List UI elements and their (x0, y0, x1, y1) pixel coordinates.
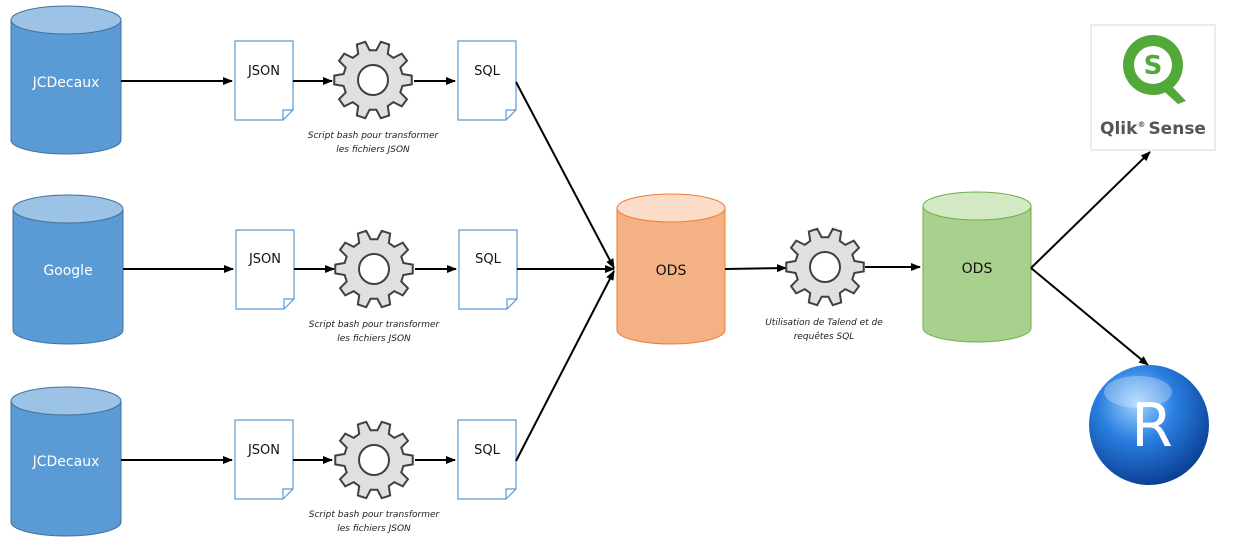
r-letter: R (1131, 391, 1173, 461)
talend-caption-line2: requêtes SQL (794, 331, 855, 342)
ods-staging-label: ODS (656, 263, 687, 279)
gear-icon (334, 229, 414, 309)
pipeline-row-3: JSON SQL Script bash pour transformer le… (121, 419, 517, 534)
json-document: JSON (234, 419, 294, 500)
qlik-brand: Qlik (1100, 119, 1138, 139)
transform-caption-line1: Script bash pour transformer (308, 131, 440, 141)
qlik-sense-logo: S Qlik®Sense (1090, 24, 1216, 151)
gear-hole (358, 253, 390, 285)
qlik-product: Sense (1148, 119, 1206, 139)
qlik-s-glyph: S (1144, 51, 1163, 81)
source-label: Google (43, 263, 92, 279)
transform-caption-line1: Script bash pour transformer (309, 510, 441, 520)
flow-arrow (1030, 267, 1149, 366)
transform-caption-line2: les fichiers JSON (336, 145, 410, 155)
ods-staging-database: ODS (616, 193, 726, 345)
sql-document: SQL (458, 229, 518, 310)
pipeline-row-1: JSON SQL Script bash pour transformer le… (121, 40, 517, 155)
sql-doc-label: SQL (474, 443, 500, 458)
source-label: JCDecaux (32, 75, 100, 91)
json-doc-label: JSON (248, 252, 281, 267)
pipeline-row-2: JSON SQL Script bash pour transformer le… (123, 229, 518, 344)
flow-arrow (515, 270, 615, 462)
svg-text:Qlik®Sense: Qlik®Sense (1100, 119, 1206, 139)
document-icon (234, 40, 294, 121)
qlik-reg: ® (1137, 120, 1145, 129)
document-icon (457, 40, 517, 121)
sql-doc-label: SQL (475, 252, 501, 267)
document-icon (234, 419, 294, 500)
talend-caption-line1: Utilisation de Talend et de (765, 318, 883, 328)
transform-caption-line2: les fichiers JSON (337, 524, 411, 534)
gear-hole (357, 64, 389, 96)
flow-arrow (724, 264, 787, 273)
gear-icon (333, 40, 413, 120)
database-icon (10, 386, 122, 537)
flow-arrow (1030, 151, 1151, 269)
r-logo: R (1089, 365, 1209, 485)
document-icon (235, 229, 295, 310)
source-database-1: JCDecaux (10, 5, 122, 155)
transform-caption-line2: les fichiers JSON (337, 334, 411, 344)
source-label: JCDecaux (32, 454, 100, 470)
json-document: JSON (234, 40, 294, 121)
source-database-3: JCDecaux (10, 386, 122, 537)
database-icon (12, 194, 124, 345)
transform-caption-line1: Script bash pour transformer (309, 320, 441, 330)
flow-arrow (515, 81, 615, 269)
database-icon (10, 5, 122, 155)
gear-hole (358, 444, 390, 476)
ods-final-label: ODS (962, 261, 993, 277)
json-doc-label: JSON (247, 64, 280, 79)
sql-document: SQL (457, 419, 517, 500)
database-icon (616, 193, 726, 345)
json-document: JSON (235, 229, 295, 310)
sql-document: SQL (457, 40, 517, 121)
document-icon (458, 229, 518, 310)
sql-doc-label: SQL (474, 64, 500, 79)
json-doc-label: JSON (247, 443, 280, 458)
source-database-2: Google (12, 194, 124, 345)
gear-hole (809, 251, 841, 283)
document-icon (457, 419, 517, 500)
gear-icon (334, 420, 414, 500)
gear-icon (785, 227, 865, 307)
database-icon (922, 191, 1032, 343)
ods-final-database: ODS (922, 191, 1032, 343)
